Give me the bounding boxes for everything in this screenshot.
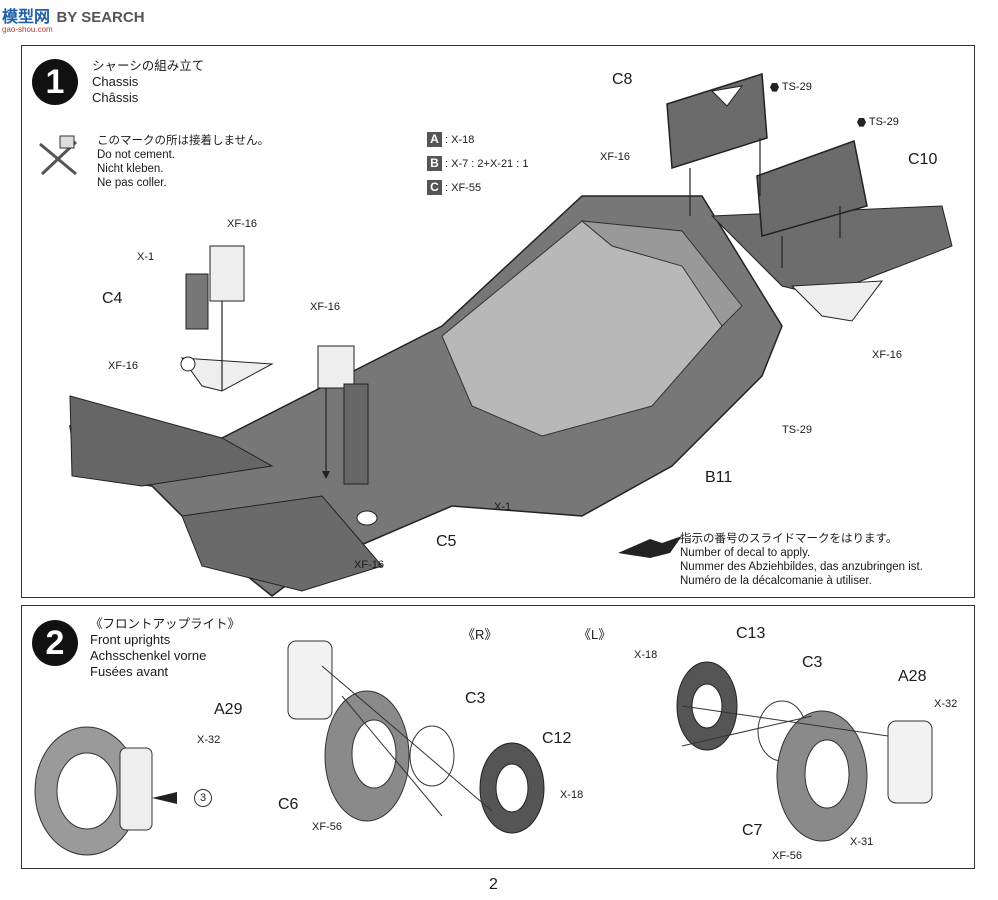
label-x18-l: X-18 bbox=[634, 649, 658, 661]
step2-number: 2 bbox=[32, 620, 78, 666]
decal-fr: Numéro de la décalcomanie à utiliser. bbox=[680, 575, 872, 587]
chassis-illustration bbox=[69, 73, 953, 597]
decal-de: Nummer des Abziehbildes, das anzubringen… bbox=[680, 561, 923, 573]
paint-a: A: X-18 bbox=[427, 128, 528, 152]
label-x1-a: X-1 bbox=[137, 251, 155, 263]
paint-legend: A: X-18 B: X-7 : 2+X-21 : 1 C: XF-55 bbox=[427, 128, 528, 200]
label-c13: C13 bbox=[736, 625, 766, 642]
step2-title-de: Achsschenkel vorne bbox=[90, 648, 207, 663]
label-x18-r: X-18 bbox=[560, 789, 584, 801]
label-xf16-bottom: XF-16 bbox=[354, 559, 384, 571]
step2-title-jp: 《フロントアップライト》 bbox=[90, 617, 241, 631]
paint-key: A bbox=[427, 132, 442, 147]
cement-fr: Ne pas coller. bbox=[97, 177, 167, 189]
label-c6: C6 bbox=[278, 796, 299, 813]
step1-title: シャーシの組み立て Chassis Châssis bbox=[92, 58, 204, 106]
cement-en: Do not cement. bbox=[97, 149, 175, 161]
label-xf56-r: XF-56 bbox=[312, 821, 342, 833]
label-text: TS-29 bbox=[868, 116, 899, 128]
label-x1-b: X-1 bbox=[494, 501, 512, 513]
step2-panel: 2 《フロントアップライト》 Front uprights Achsschenk… bbox=[21, 605, 975, 869]
side-r: 《R》 bbox=[462, 627, 498, 642]
paint-value: : X-18 bbox=[445, 134, 475, 146]
step1-number: 1 bbox=[32, 59, 78, 105]
label-xf16-left: XF-16 bbox=[108, 360, 138, 372]
page-number: 2 bbox=[489, 876, 498, 893]
label-xf56-l: XF-56 bbox=[772, 850, 802, 862]
label-c8: C8 bbox=[612, 71, 633, 88]
cement-de: Nicht kleben. bbox=[97, 163, 164, 175]
label-c3-r: C3 bbox=[465, 690, 486, 707]
decal-ref: 3 bbox=[194, 789, 212, 807]
decal-note: 指示の番号のスライドマークをはります。 Number of decal to a… bbox=[680, 532, 923, 588]
paint-key: C bbox=[427, 180, 442, 195]
step1-title-jp: シャーシの組み立て bbox=[92, 59, 205, 73]
logo-chars: 模型网 bbox=[2, 9, 51, 26]
cement-jp: このマークの所は接着しません。 bbox=[97, 135, 270, 147]
site-logo: 模型网 BY SEARCH gao-shou.com bbox=[2, 3, 145, 34]
label-text: TS-29 bbox=[781, 81, 812, 93]
label-xf16-shock1: XF-16 bbox=[227, 218, 257, 230]
label-a29: A29 bbox=[214, 701, 243, 718]
step2-title: 《フロントアップライト》 Front uprights Achsschenkel… bbox=[90, 616, 240, 680]
paint-dot-icon bbox=[857, 117, 866, 127]
logo-sub: gao-shou.com bbox=[2, 25, 53, 34]
paint-c: C: XF-55 bbox=[427, 176, 528, 200]
label-xf16-shock2: XF-16 bbox=[310, 301, 340, 313]
paint-b: B: X-7 : 2+X-21 : 1 bbox=[427, 152, 528, 176]
label-ts29-a: TS-29 bbox=[770, 81, 812, 93]
label-c4: C4 bbox=[102, 290, 123, 307]
paint-key: B bbox=[427, 156, 442, 171]
paint-value: : X-7 : 2+X-21 : 1 bbox=[445, 158, 529, 170]
logo-search: BY SEARCH bbox=[56, 9, 145, 26]
label-x32-b: X-32 bbox=[934, 698, 958, 710]
step1-title-en: Chassis bbox=[92, 74, 139, 89]
label-c12: C12 bbox=[542, 730, 572, 747]
label-ts29-b: TS-29 bbox=[857, 116, 899, 128]
step2-title-en: Front uprights bbox=[90, 632, 171, 647]
label-c5: C5 bbox=[436, 533, 457, 550]
label-c3-l: C3 bbox=[802, 654, 823, 671]
label-b11: B11 bbox=[705, 469, 733, 486]
step1-title-fr: Châssis bbox=[92, 90, 139, 105]
side-l: 《L》 bbox=[578, 627, 612, 642]
label-c7: C7 bbox=[742, 822, 763, 839]
paint-value: : XF-55 bbox=[445, 182, 482, 194]
cement-note: このマークの所は接着しません。 Do not cement. Nicht kle… bbox=[97, 134, 269, 190]
step1-panel: 1 シャーシの組み立て Chassis Châssis このマークの所は接着しま… bbox=[21, 45, 975, 598]
decal-ref-number: 3 bbox=[199, 792, 207, 804]
label-x31: X-31 bbox=[850, 836, 874, 848]
decal-jp: 指示の番号のスライドマークをはります。 bbox=[680, 533, 898, 545]
label-a28: A28 bbox=[898, 668, 927, 685]
label-xf16-top: XF-16 bbox=[600, 151, 630, 163]
label-xf16-right: XF-16 bbox=[872, 349, 902, 361]
paint-dot-icon bbox=[770, 82, 779, 92]
uprights-illustration bbox=[34, 640, 933, 856]
step2-title-fr: Fusées avant bbox=[90, 664, 169, 679]
decal-en: Number of decal to apply. bbox=[680, 547, 811, 559]
label-x32-a: X-32 bbox=[197, 734, 221, 746]
label-c10: C10 bbox=[908, 151, 938, 168]
label-ts29-c: TS-29 bbox=[782, 424, 812, 436]
no-cement-icon bbox=[36, 134, 80, 180]
